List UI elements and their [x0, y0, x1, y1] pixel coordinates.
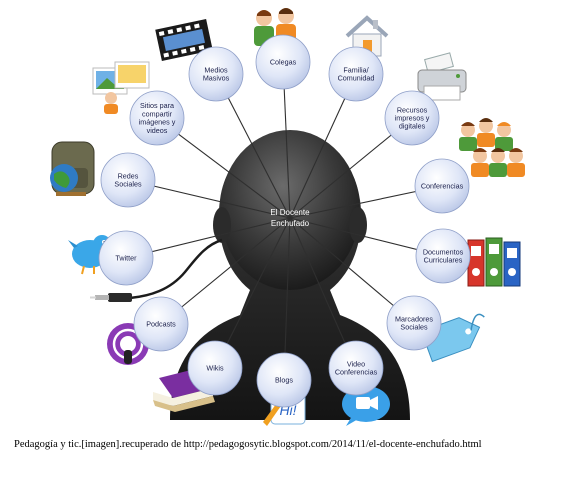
connector-wikis — [214, 217, 291, 369]
node-label-medios-masivos: Medios — [204, 65, 228, 74]
center-label-line-1: El Docente — [270, 208, 310, 217]
film-icon — [155, 18, 213, 62]
node-circle-wikis — [187, 340, 243, 396]
node-podcasts: Podcasts — [133, 296, 189, 352]
topic-nodes: MediosMasivosColegasFamilia/ComunidadSit… — [98, 34, 471, 408]
node-circle-redes-sociales — [100, 152, 156, 208]
group-icon — [459, 118, 525, 177]
node-circle-sitios — [129, 90, 185, 146]
node-label-colegas: Colegas — [270, 58, 297, 67]
node-label-video-conferencias: Video — [347, 359, 365, 368]
connector-sitios — [156, 117, 291, 219]
source-caption: Pedagogía y tic.[imagen].recuperado de h… — [14, 439, 482, 450]
mindmap-svg: El Docente Enchufado — [50, 8, 525, 426]
node-circle-recursos — [384, 90, 440, 146]
backpack-globe-icon — [50, 141, 95, 196]
node-label-recursos: digitales — [399, 122, 426, 131]
node-label-recursos: impresos y — [395, 114, 430, 123]
node-label-familia-comunidad: Familia/ — [343, 65, 368, 74]
node-circle-familia-comunidad — [328, 46, 384, 102]
connector-twitter — [125, 217, 291, 259]
center-label-line-2: Enchufado — [271, 219, 310, 228]
node-label-marcadores: Sociales — [400, 323, 428, 332]
node-label-sitios: compartir — [142, 109, 173, 118]
node-label-redes-sociales: Redes — [118, 171, 139, 180]
node-label-documentos: Documentos — [423, 247, 464, 256]
node-label-twitter: Twitter — [115, 254, 137, 263]
node-wikis: Wikis — [187, 340, 243, 396]
node-label-sitios: Sitios para — [140, 101, 174, 110]
node-circle-marcadores — [386, 295, 442, 351]
node-label-podcasts: Podcasts — [146, 320, 176, 329]
node-familia-comunidad: Familia/Comunidad — [328, 46, 384, 102]
node-circle-documentos — [415, 228, 471, 284]
node-colegas: Colegas — [255, 34, 311, 90]
node-blogs: Blogs — [256, 352, 312, 408]
node-circle-colegas — [255, 34, 311, 90]
node-label-marcadores: Marcadores — [395, 314, 433, 323]
node-circle-conferencias — [414, 158, 470, 214]
connector-redes-sociales — [127, 179, 291, 219]
node-label-blogs: Blogs — [275, 376, 293, 385]
connector-podcasts — [160, 217, 291, 325]
node-label-sitios: imágenes y — [139, 118, 176, 127]
printer-icon — [417, 52, 467, 101]
node-circle-medios-masivos — [188, 46, 244, 102]
node-label-redes-sociales: Sociales — [114, 180, 142, 189]
node-label-documentos: Curriculares — [424, 256, 463, 265]
node-circle-blogs — [256, 352, 312, 408]
node-circle-podcasts — [133, 296, 189, 352]
photos-icon — [92, 61, 150, 114]
node-label-sitios: videos — [147, 126, 168, 135]
node-label-conferencias: Conferencias — [421, 182, 464, 191]
node-conferencias: Conferencias — [414, 158, 470, 214]
node-label-video-conferencias: Conferencias — [335, 368, 378, 377]
node-circle-twitter — [98, 230, 154, 286]
plug-cable-icon — [90, 238, 223, 302]
node-twitter: Twitter — [98, 230, 154, 286]
node-label-recursos: Recursos — [397, 105, 428, 114]
node-label-wikis: Wikis — [206, 364, 224, 373]
binders-icon — [467, 237, 521, 287]
node-label-medios-masivos: Masivos — [203, 74, 230, 83]
center-node: El Docente Enchufado — [270, 208, 310, 228]
node-label-familia-comunidad: Comunidad — [338, 74, 375, 83]
diagram-stage: El Docente Enchufado — [50, 8, 525, 426]
node-circle-video-conferencias — [328, 340, 384, 396]
